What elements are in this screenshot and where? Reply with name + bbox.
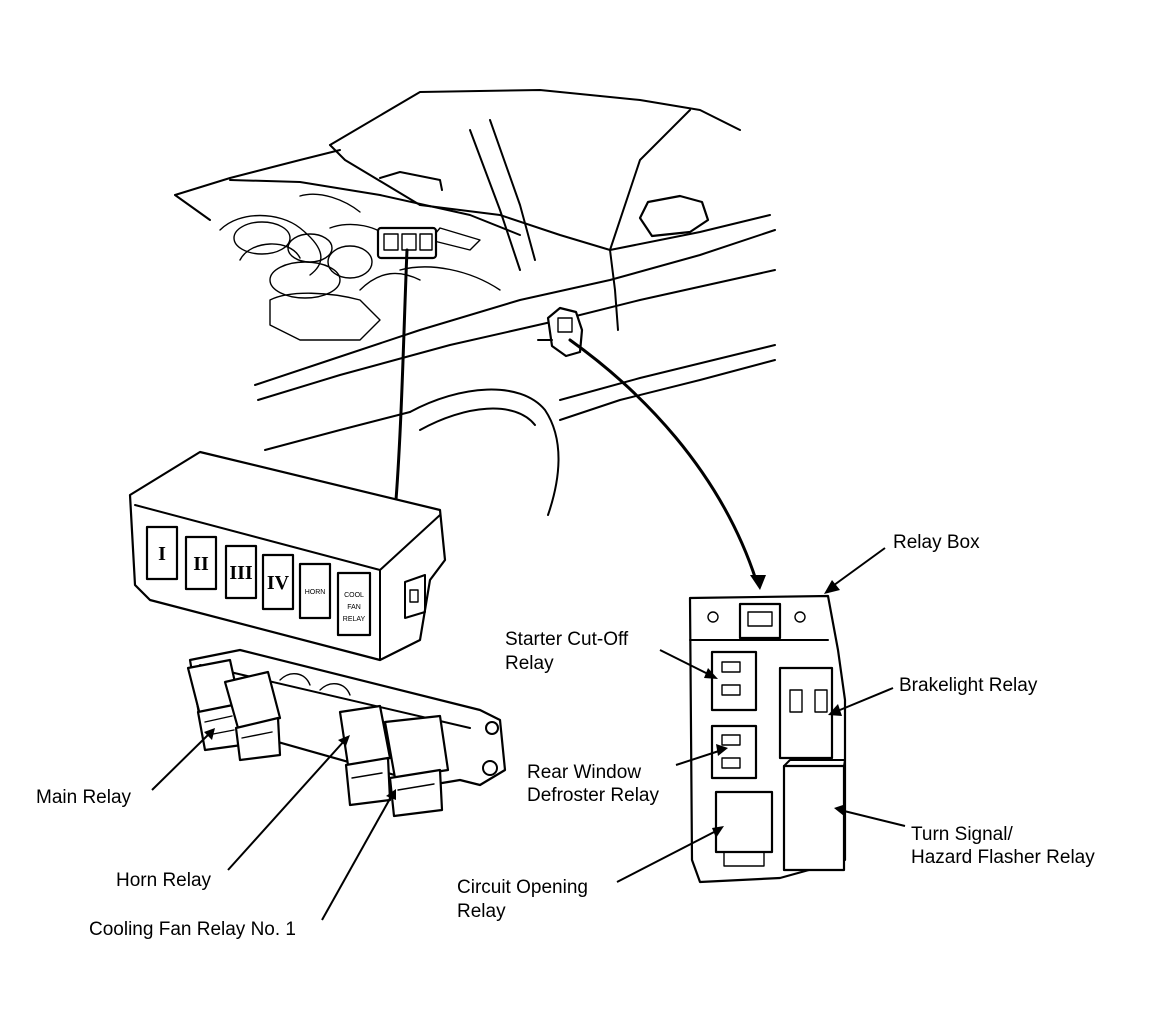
relay-bracket-assembly <box>186 648 507 818</box>
label-horn-relay: Horn Relay <box>116 870 212 891</box>
starter-cut-off-relay-slot <box>710 650 758 712</box>
relay-unit-2 <box>223 670 282 762</box>
callout-labels: Relay Box Starter Cut-Off Relay Brakelig… <box>36 532 1095 940</box>
label-rear-window-line1: Rear Window <box>527 762 641 783</box>
label-turn-signal-line2: Hazard Flasher Relay <box>911 847 1095 868</box>
pointer-lines <box>394 248 766 590</box>
svg-text:II: II <box>193 553 209 575</box>
leader-lines <box>151 547 906 921</box>
svg-text:RELAY: RELAY <box>343 616 366 623</box>
turn-signal-hazard-relay-unit <box>782 759 846 872</box>
label-main-relay: Main Relay <box>36 787 132 808</box>
label-starter-cut-off-line1: Starter Cut-Off <box>505 629 629 650</box>
cover-slot-4: IV <box>261 553 295 611</box>
relay-block-cover: I II III IV HORN COOL FAN RELAY <box>128 450 447 662</box>
svg-text:COOL: COOL <box>344 592 364 599</box>
horn-relay-unit <box>338 704 392 807</box>
label-circuit-opening-line1: Circuit Opening <box>457 877 588 898</box>
svg-text:FAN: FAN <box>347 604 361 611</box>
cover-slot-1: I <box>145 525 179 581</box>
svg-text:IV: IV <box>267 572 290 594</box>
svg-text:I: I <box>158 543 166 565</box>
label-relay-box: Relay Box <box>893 532 980 553</box>
label-circuit-opening-line2: Relay <box>457 901 506 922</box>
label-starter-cut-off-line2: Relay <box>505 653 554 674</box>
svg-text:III: III <box>229 562 253 584</box>
svg-text:HORN: HORN <box>305 589 326 596</box>
circuit-opening-relay-unit <box>714 790 774 867</box>
cooling-fan-relay-unit <box>383 714 450 818</box>
label-cooling-fan-relay: Cooling Fan Relay No. 1 <box>89 919 296 940</box>
cover-slot-2: II <box>184 535 218 591</box>
vehicle-illustration <box>174 89 776 516</box>
brakelight-relay-slot <box>778 666 834 760</box>
cover-slot-cool-fan: COOL FAN RELAY <box>336 571 372 637</box>
label-brakelight-relay: Brakelight Relay <box>899 675 1038 696</box>
label-rear-window-line2: Defroster Relay <box>527 785 659 806</box>
cover-slot-3: III <box>224 544 258 600</box>
label-turn-signal-line1: Turn Signal/ <box>911 824 1013 845</box>
cover-slot-horn: HORN <box>298 562 332 620</box>
main-relay-unit <box>186 658 244 752</box>
side-relay-box <box>688 594 847 884</box>
